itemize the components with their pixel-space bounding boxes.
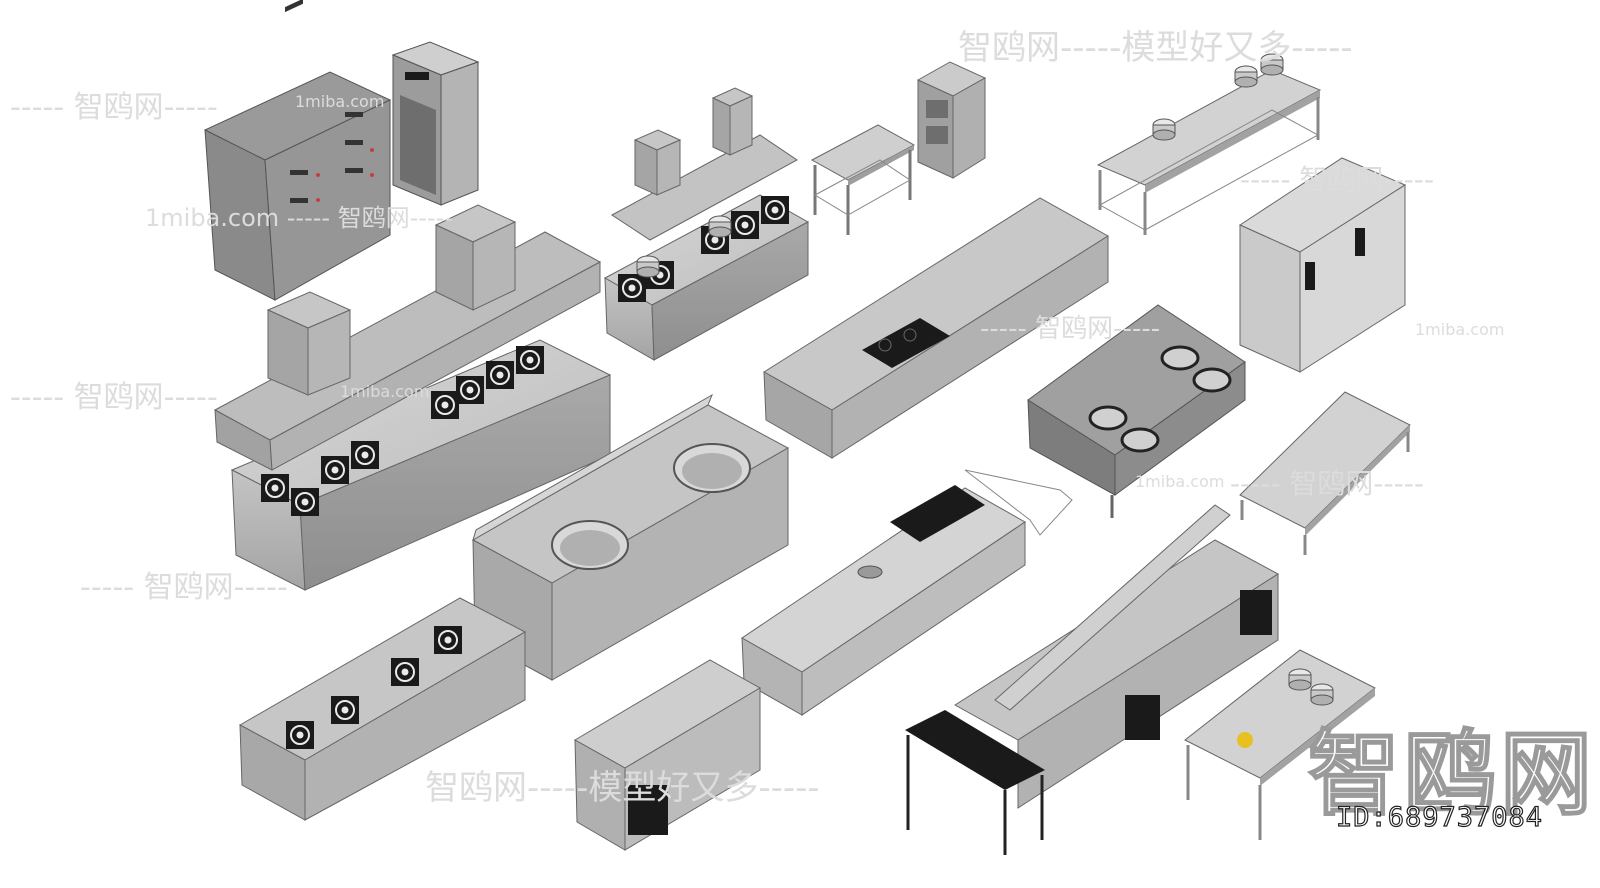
tall-display-fridge (391, 41, 480, 206)
island-counter-sink (741, 469, 1073, 716)
undercounter-cabinet (573, 659, 762, 851)
open-shelf-table (1239, 391, 1411, 555)
proofing-cabinet (916, 61, 987, 179)
model-id-label: ID:689737084 (1335, 801, 1544, 833)
upright-fridge-double (1238, 157, 1407, 373)
warming-cabinet (203, 0, 392, 301)
wok-burner-station (1027, 304, 1246, 518)
work-table-with-pots (1096, 53, 1322, 235)
prep-table-small (810, 124, 916, 235)
cook-line-with-hood (213, 204, 612, 591)
island-counter-induction (763, 197, 1109, 459)
four-burner-range (238, 597, 527, 821)
table-with-stockpots (1184, 649, 1376, 840)
chinese-wok-range (471, 393, 790, 681)
long-counter-with-shelf (905, 504, 1279, 855)
brand-logo-watermark: 智鸥网 (1307, 720, 1597, 829)
gas-range-with-hood (603, 87, 810, 361)
